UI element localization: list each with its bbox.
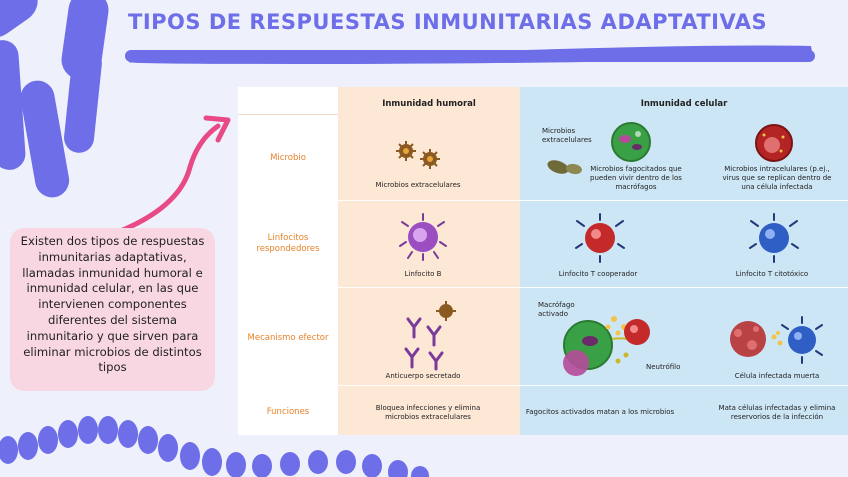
caption-celula-muerta: Célula infectada muerta: [734, 372, 820, 380]
caption-func-humoral: Bloquea infecciones y elimina microbios …: [375, 404, 481, 421]
t-cytotoxic-icon: [749, 213, 799, 263]
caption-func-fagocitos: Fagocitos activados matan a los microbio…: [525, 408, 675, 416]
macrophage-icon: [563, 316, 637, 376]
caption-macrofago: Macrófago activado: [538, 301, 575, 318]
bacteria-icon: [547, 160, 582, 175]
infected-cell-icon: [755, 124, 793, 162]
antibody-icon: [404, 301, 456, 371]
caption-microbios-label: Microbios extracelulares: [542, 127, 592, 144]
caption-func-mata: Mata células infectadas y elimina reserv…: [718, 404, 836, 421]
caption-linfocito-t-cito: Linfocito T citotóxico: [735, 270, 809, 278]
caption-fagocitados: Microbios fagocitados que pueden vivir d…: [590, 165, 682, 191]
arrow-icon: [115, 115, 231, 235]
caption-anticuerpo: Anticuerpo secretado: [385, 372, 461, 380]
b-lymphocyte-icon: [399, 213, 447, 261]
header-humoral: Inmunidad humoral: [382, 99, 476, 109]
caption-microbios-extracelulares: Microbios extracelulares: [375, 181, 461, 189]
row-label-linfocitos: Linfocitos respondedores: [256, 233, 320, 254]
dead-cell-icon: [730, 316, 823, 364]
cellular-column: [520, 87, 848, 435]
row-label-mecanismo: Mecanismo efector: [247, 333, 329, 343]
caption-linfocito-b: Linfocito B: [404, 270, 442, 278]
decorative-blobs: [0, 0, 109, 198]
page-title: TIPOS DE RESPUESTAS INMUNITARIAS ADAPTAT…: [128, 10, 768, 34]
caption-neutrofilo: Neutrófilo: [646, 363, 681, 371]
decorative-wave: [0, 416, 429, 477]
note-box: Existen dos tipos de respuestas inmunita…: [10, 228, 215, 391]
humoral-column: [338, 87, 520, 435]
phagocyte-icon: [611, 122, 651, 162]
title-underline: [125, 45, 815, 64]
extracellular-microbes-icon: [396, 141, 440, 169]
header-cellular: Inmunidad celular: [640, 99, 728, 109]
row-label-microbio: Microbio: [270, 153, 306, 163]
immunity-table: Inmunidad humoral Inmunidad celular Micr…: [238, 87, 848, 435]
caption-intracelulares: Microbios intracelulares (p.ej., virus q…: [722, 165, 832, 191]
neutrophil-icon: [624, 319, 650, 345]
row-label-funciones: Funciones: [266, 407, 310, 417]
t-helper-icon: [575, 213, 625, 263]
caption-linfocito-t-coop: Linfocito T cooperador: [558, 270, 638, 278]
